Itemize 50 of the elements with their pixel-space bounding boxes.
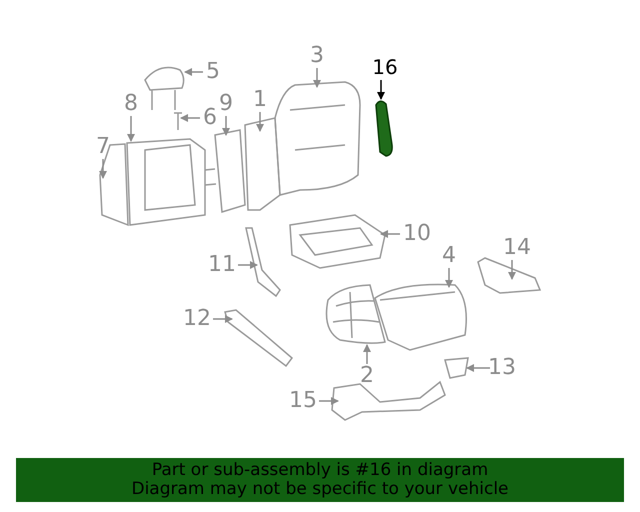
callout-number: 12 bbox=[183, 309, 211, 329]
notice-text: Part or sub-assembly is #16 in diagram bbox=[152, 461, 488, 480]
callout-number: 8 bbox=[124, 94, 138, 114]
leader-line bbox=[445, 268, 453, 288]
leader-line bbox=[377, 80, 385, 100]
callout-number: 15 bbox=[289, 391, 317, 411]
callout-number: 2 bbox=[360, 366, 374, 386]
leader-line bbox=[127, 116, 135, 142]
leader-line bbox=[363, 344, 371, 364]
leader-line bbox=[184, 68, 203, 76]
seat-back-frame-drawing bbox=[126, 138, 206, 226]
callout-number: 3 bbox=[310, 46, 324, 66]
leader-line bbox=[180, 114, 200, 122]
trim-panel-drawing bbox=[375, 100, 393, 157]
bracket-drawing bbox=[477, 257, 542, 294]
seat-back-pad-drawing bbox=[244, 117, 281, 211]
leader-line bbox=[238, 261, 258, 269]
side-trim-drawing bbox=[224, 309, 294, 368]
callout-number: 10 bbox=[403, 224, 431, 244]
callout-number: 1 bbox=[253, 90, 267, 110]
leader-line bbox=[380, 230, 400, 238]
leader-line bbox=[256, 112, 264, 132]
leader-line bbox=[213, 315, 233, 323]
leader-line bbox=[508, 260, 516, 280]
callout-number: 6 bbox=[203, 108, 217, 128]
leader-line bbox=[466, 364, 490, 372]
clip-drawing bbox=[444, 357, 469, 379]
callout-number: 9 bbox=[219, 94, 233, 114]
leader-line bbox=[319, 397, 339, 405]
leader-line bbox=[222, 116, 230, 136]
leader-line bbox=[99, 159, 107, 179]
cushion-pad-drawing bbox=[326, 284, 386, 344]
callout-number: 13 bbox=[488, 358, 516, 378]
notice-banner bbox=[16, 458, 624, 502]
callout-number: 4 bbox=[442, 246, 456, 266]
headrest-drawing bbox=[144, 66, 184, 111]
cushion-pan-drawing bbox=[289, 214, 386, 269]
wire-harness-drawing bbox=[331, 380, 446, 421]
callout-number: 7 bbox=[96, 137, 110, 157]
guide-pin-drawing bbox=[173, 112, 183, 131]
leader-line bbox=[313, 68, 321, 88]
callout-number: 14 bbox=[503, 238, 531, 258]
callout-number: 16 bbox=[372, 57, 398, 77]
callout-number: 11 bbox=[208, 255, 236, 275]
hinge-cover-drawing bbox=[245, 227, 281, 298]
notice-text: Diagram may not be specific to your vehicle bbox=[131, 480, 508, 499]
seat-back-cover-drawing bbox=[274, 81, 361, 196]
panel-drawing bbox=[204, 129, 246, 213]
cushion-cover-drawing bbox=[374, 284, 467, 351]
callout-number: 5 bbox=[206, 62, 220, 82]
